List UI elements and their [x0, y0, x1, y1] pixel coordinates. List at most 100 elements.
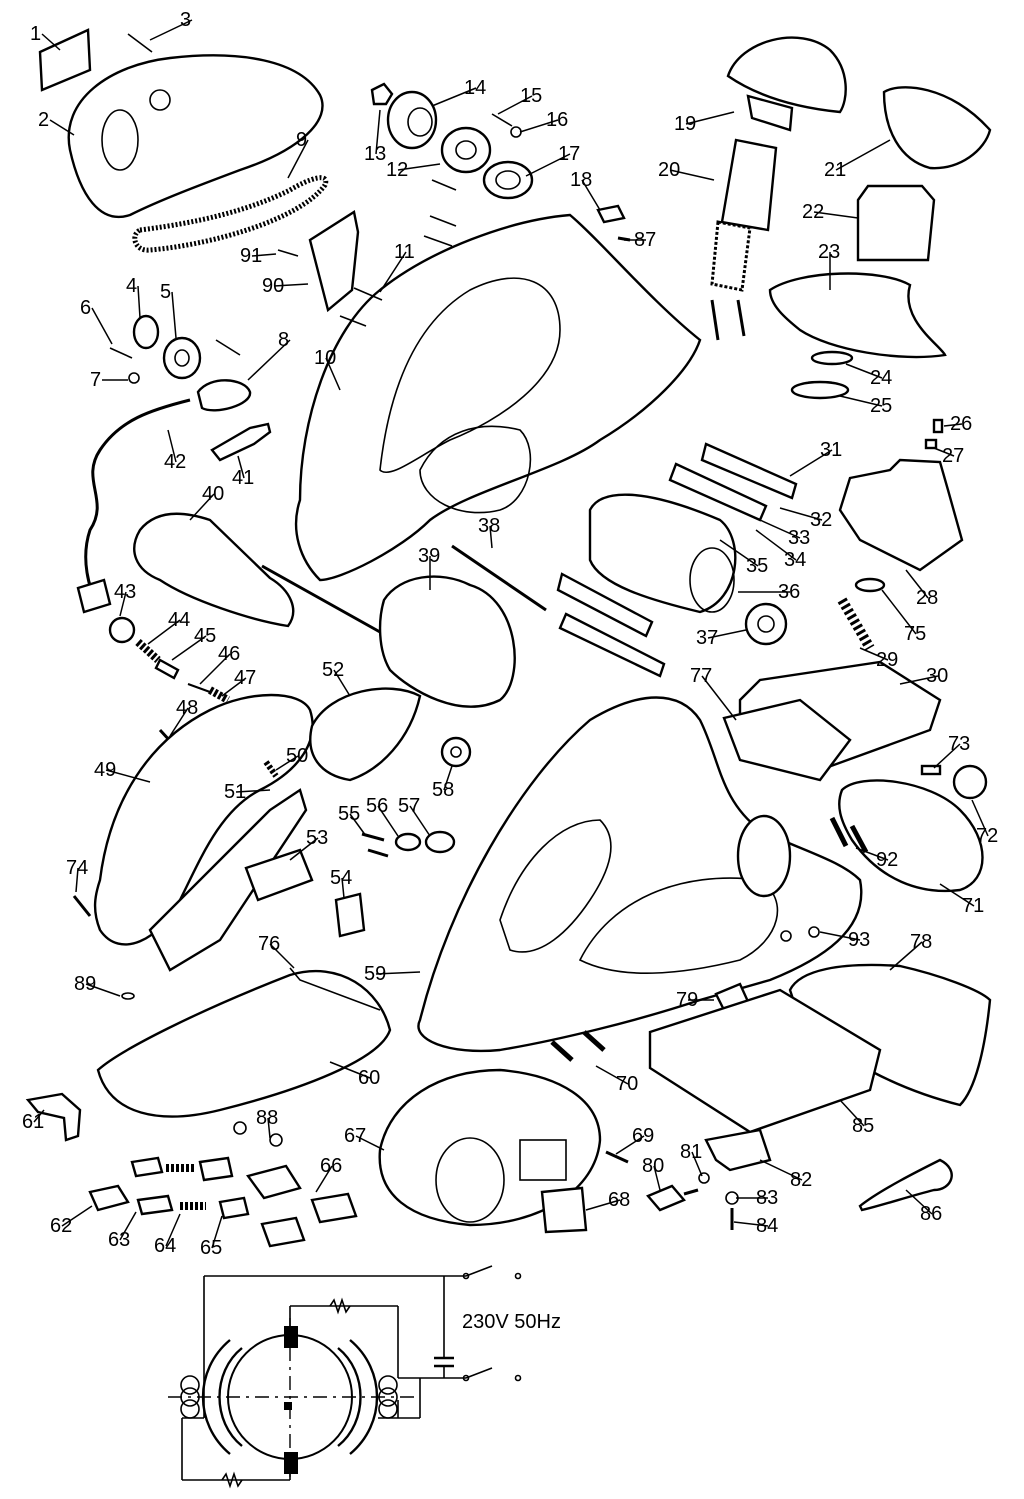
part-number-label-63: 63: [108, 1229, 130, 1251]
part-number-label-93: 93: [848, 929, 870, 951]
part-37-bearing: [744, 602, 788, 646]
wiring-coil-right-c: [378, 1399, 398, 1419]
part-60-cover-plate: [96, 969, 392, 1118]
part-41-strain-relief: [210, 422, 272, 462]
part-number-label-81: 81: [680, 1141, 702, 1163]
part-43-bearing: [108, 616, 136, 644]
part-47-spring: [208, 686, 230, 704]
leader-line-42: [167, 429, 177, 463]
part-42-power-cable: [84, 398, 191, 601]
part-number-label-40: 40: [202, 483, 224, 505]
part-number-label-25: 25: [870, 395, 892, 417]
part-80-screw-knob: [646, 1184, 686, 1212]
leader-line-34: [755, 529, 797, 561]
part-18-clip: [596, 204, 626, 224]
leader-line-91: [251, 253, 277, 257]
leader-line-13: [375, 109, 381, 155]
leader-line-32: [779, 507, 823, 521]
wiring-pole-left-outer: [218, 1347, 243, 1447]
leader-line-49: [105, 769, 151, 783]
parts-group: [25, 28, 992, 1248]
leader-line-12: [397, 163, 441, 171]
part-number-label-17: 17: [558, 143, 580, 165]
leader-line-16: [519, 119, 559, 133]
leader-line-37: [707, 629, 747, 639]
part-39-stator: [378, 575, 516, 708]
part-number-label-4: 4: [126, 275, 137, 297]
wiring-pole-right-outer: [337, 1347, 362, 1447]
leader-line-71: [939, 883, 975, 907]
part-10-housing-window: [379, 277, 561, 473]
part-spring-right: [736, 299, 746, 337]
part-number-label-28: 28: [916, 587, 938, 609]
part-number-label-22: 22: [802, 201, 824, 223]
part-number-label-52: 52: [322, 659, 344, 681]
part-45-brush: [154, 658, 180, 680]
part-number-label-91: 91: [240, 245, 262, 267]
part-44-spring: [135, 639, 161, 663]
part-28-guide: [838, 458, 964, 572]
leader-line-14: [431, 87, 477, 107]
part-11-screw-d: [423, 235, 453, 247]
leader-line-28: [905, 569, 929, 599]
part-number-label-44: 44: [168, 609, 190, 631]
part-blade-strip: [558, 612, 666, 678]
part-number-label-72: 72: [976, 825, 998, 847]
part-21-cap: [882, 86, 992, 170]
part-brush-top-b: [198, 1156, 234, 1182]
leader-line-8: [247, 339, 291, 381]
part-57-cable-clamp: [424, 830, 456, 854]
part-number-label-35: 35: [746, 555, 768, 577]
wiring-terminal-n2: [514, 1374, 522, 1382]
part-spring-left: [710, 299, 720, 341]
wiring-pole-left-inner: [201, 1339, 231, 1455]
part-15-screw: [491, 113, 513, 127]
leader-line-24: [845, 363, 883, 379]
part-50-spring: [263, 760, 279, 778]
part-blade-holder: [556, 572, 654, 638]
part-number-label-61: 61: [22, 1111, 44, 1133]
leader-line-46: [199, 653, 231, 685]
part-number-label-54: 54: [330, 867, 352, 889]
leader-line-31: [789, 449, 833, 477]
part-88-stud: [233, 1121, 247, 1135]
leader-line-74: [75, 867, 79, 893]
part-number-label-48: 48: [176, 697, 198, 719]
part-number-label-1: 1: [30, 23, 41, 45]
part-11-screw-c: [429, 215, 457, 227]
part-number-label-23: 23: [818, 241, 840, 263]
part-number-label-49: 49: [94, 759, 116, 781]
part-88-stud-b: [269, 1133, 283, 1147]
part-1-label-plate: [38, 28, 92, 92]
part-68-label: [540, 1186, 588, 1234]
leader-lines: [33, 19, 989, 1249]
part-36-cutter-drum: [588, 493, 737, 614]
leader-line-64: [165, 1213, 181, 1247]
part-8-flange: [196, 379, 252, 412]
leader-line-77: [701, 675, 737, 721]
wiring-center-dot: [284, 1402, 292, 1410]
part-81-washer: [698, 1172, 710, 1184]
leader-line-17: [525, 153, 571, 177]
leader-line-86: [905, 1189, 933, 1215]
part-19-knob-stem: [746, 94, 794, 132]
part-20-depth-shaft: [720, 138, 778, 232]
wiring-resistor-top: [329, 1297, 351, 1315]
part-number-label-41: 41: [232, 467, 254, 489]
part-22-adjuster: [856, 184, 936, 262]
part-66-brush-set-c: [310, 1192, 358, 1224]
part-number-label-2: 2: [38, 109, 49, 131]
part-82-bracket: [704, 1128, 772, 1172]
wiring-schematic: 230V 50Hz: [168, 1265, 561, 1489]
leader-line-90: [273, 283, 309, 287]
part-number-label-75: 75: [904, 623, 926, 645]
leader-line-93: [819, 931, 861, 941]
part-number-label-77: 77: [690, 665, 712, 687]
leader-line-50: [275, 755, 299, 771]
part-17-plate-bore: [495, 170, 521, 190]
part-53-switch: [244, 848, 314, 902]
part-number-label-31: 31: [820, 439, 842, 461]
part-6-screw: [109, 347, 133, 359]
leader-line-73: [933, 743, 961, 769]
